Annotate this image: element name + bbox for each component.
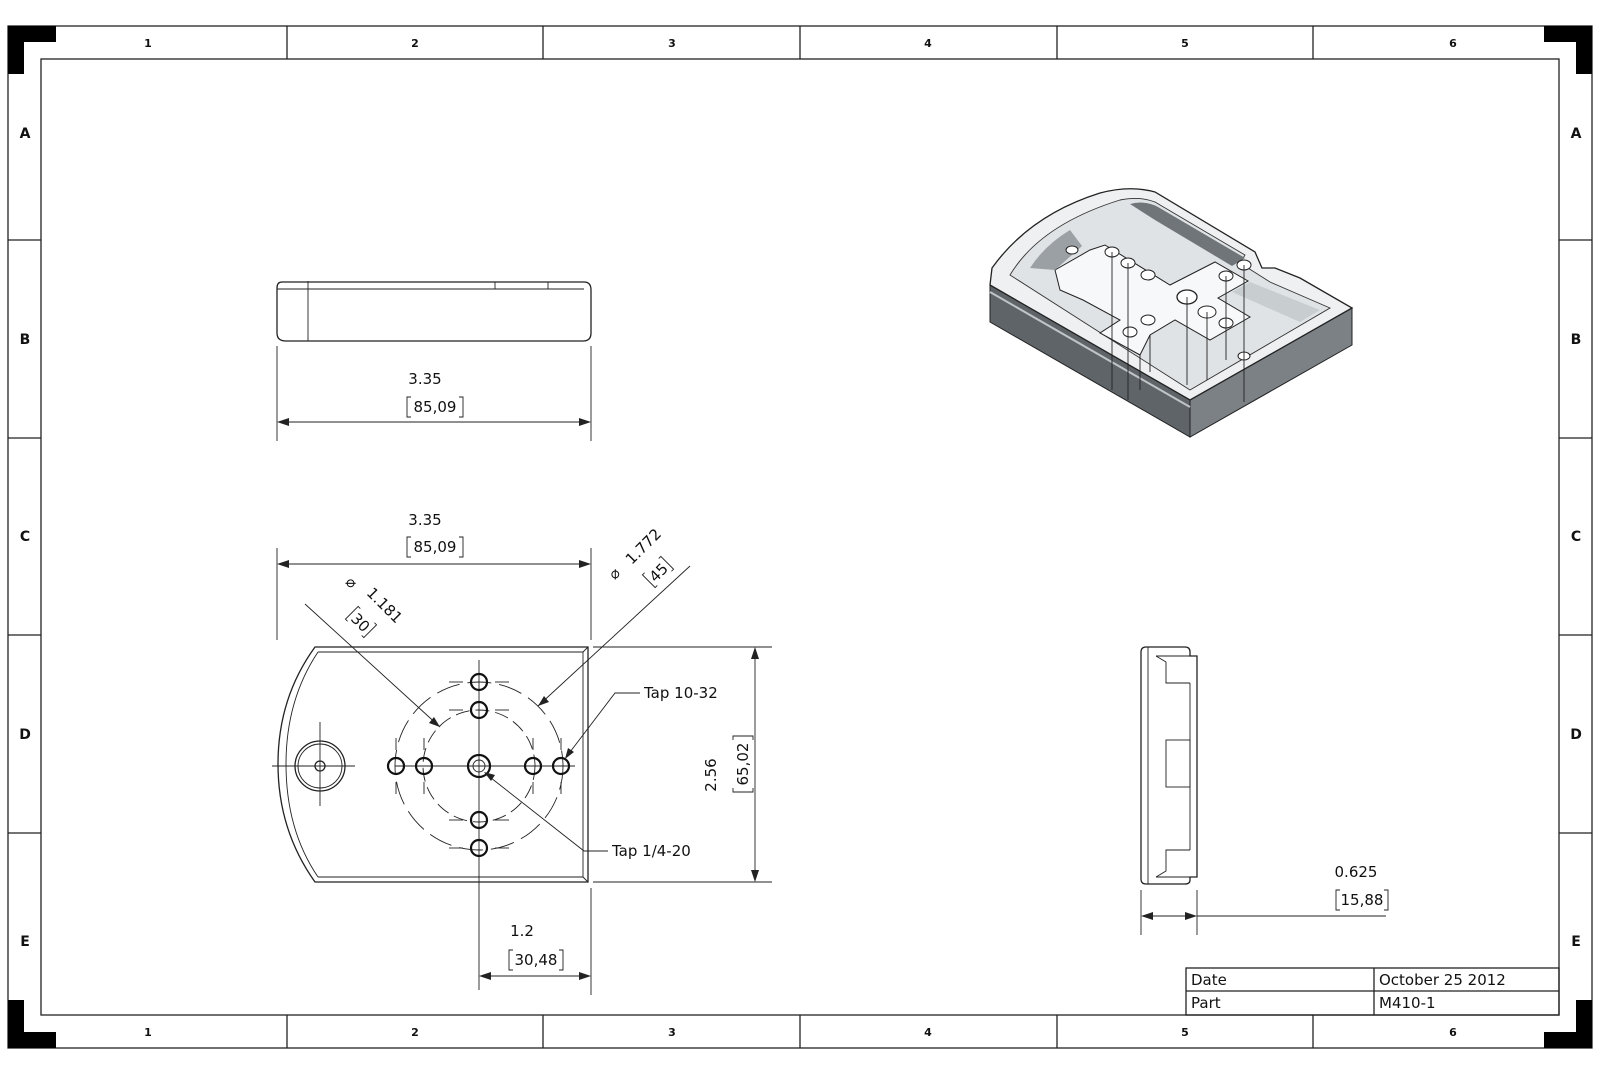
column-label: 2: [411, 1026, 419, 1039]
row-label: B: [1571, 332, 1582, 348]
top-view: 3.35 85,09: [276, 281, 592, 441]
tapped-holes: [386, 672, 571, 858]
column-labels-top: 1 2 3 4 5 6: [144, 37, 1457, 50]
top-view-width-mm: 85,09: [414, 398, 457, 416]
column-labels-bottom: 1 2 3 4 5 6: [144, 1026, 1457, 1039]
column-label: 3: [668, 1026, 676, 1039]
row-label: A: [20, 126, 31, 142]
column-label: 3: [668, 37, 676, 50]
row-label: B: [20, 332, 31, 348]
column-label: 4: [924, 37, 932, 50]
row-label: C: [20, 529, 30, 545]
title-block: Date October 25 2012 Part M410-1: [1185, 967, 1560, 1016]
front-view-width-mm: 85,09: [414, 538, 457, 556]
offset-inch: 1.2: [510, 922, 534, 940]
row-label: E: [1571, 934, 1581, 950]
row-label: A: [1571, 126, 1582, 142]
column-label: 5: [1181, 37, 1189, 50]
column-label: 4: [924, 1026, 932, 1039]
thickness-inch: 0.625: [1335, 863, 1378, 881]
front-view-width-inch: 3.35: [408, 511, 441, 529]
top-view-width-inch: 3.35: [408, 370, 441, 388]
front-view: 3.35 85,09 ⌀ 1.181 30 ⌀ 1.772 45 Tap 10-…: [272, 511, 772, 995]
part-value: M410-1: [1379, 994, 1436, 1012]
column-label: 6: [1449, 1026, 1457, 1039]
tap-1-4-20-label: Tap 1/4-20: [611, 842, 691, 860]
row-label: C: [1571, 529, 1581, 545]
height-inch: 2.56: [702, 758, 720, 791]
large-diameter-symbol: ⌀: [605, 564, 624, 583]
column-label: 1: [144, 37, 152, 50]
row-labels-right: A B C D E: [1570, 126, 1582, 950]
small-diameter-symbol: ⌀: [342, 573, 361, 592]
isometric-view: [989, 188, 1354, 438]
row-labels-left: A B C D E: [19, 126, 31, 950]
tap-10-32-label: Tap 10-32: [643, 684, 718, 702]
column-label: 1: [144, 1026, 152, 1039]
offset-mm: 30,48: [515, 951, 558, 969]
row-label: E: [20, 934, 30, 950]
drawing-border: [7, 25, 1593, 1049]
date-label: Date: [1191, 971, 1227, 989]
row-label: D: [19, 727, 31, 743]
part-label: Part: [1191, 994, 1221, 1012]
column-label: 6: [1449, 37, 1457, 50]
column-label: 5: [1181, 1026, 1189, 1039]
side-view: 0.625 15,88: [1140, 646, 1389, 935]
row-label: D: [1570, 727, 1582, 743]
column-label: 2: [411, 37, 419, 50]
height-mm: 65,02: [734, 743, 752, 786]
thickness-mm: 15,88: [1341, 891, 1384, 909]
date-value: October 25 2012: [1379, 971, 1506, 989]
